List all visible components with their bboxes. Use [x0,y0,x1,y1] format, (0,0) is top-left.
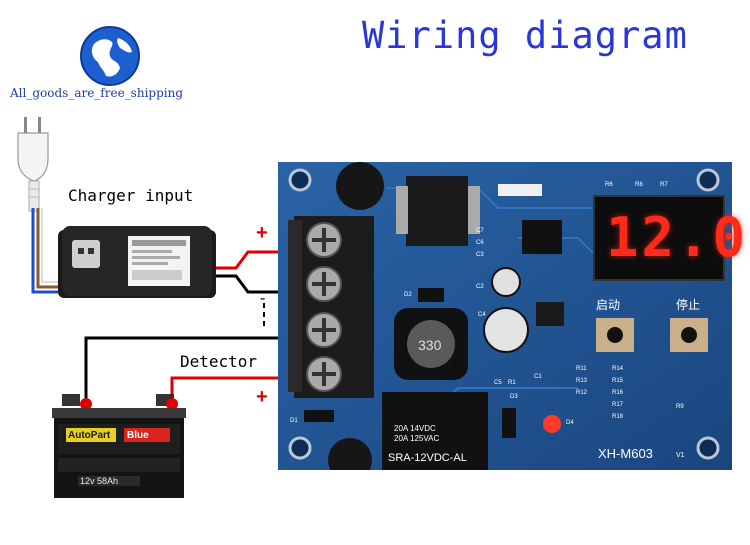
brand-tagline: All_goods_are_free_shipping [10,86,184,100]
silk-r18: R18 [612,414,624,420]
battery-brand-2: Blue [127,430,149,441]
battery-rating: 12v 58Ah [80,476,119,486]
silk-r14: R14 [612,366,624,372]
silk-d3: D3 [510,394,518,400]
minus-sign: - [260,290,266,307]
silk-r1: R1 [508,380,516,386]
relay-rating-2: 20A 125VAC [394,434,440,443]
charger-adapter [58,226,216,298]
charger-input-label: Charger input [68,186,194,205]
stop-button-label: 停止 [676,298,701,312]
screw-2 [306,266,342,302]
silk-r9: R9 [676,404,684,410]
plus-sign-top: + [256,222,268,244]
relay-rating-1: 20A 14VDC [394,424,436,433]
voltage-display: 12.0 [606,206,749,269]
power-plug-icon [17,117,49,212]
version-label: V1 [676,452,685,459]
silk-c1: C1 [534,374,542,380]
inductor-label: 330 [418,337,442,353]
silk-c2: C2 [476,284,484,290]
silk-c6: C6 [476,240,484,246]
silk-r13: R13 [576,378,588,384]
silk-r12: R12 [576,390,588,396]
model-label: XH-M603 [598,446,653,461]
silk-r15: R15 [612,378,624,384]
screw-1 [306,222,342,258]
silk-c5: C5 [494,380,502,386]
silk-c3: C3 [476,252,484,258]
detector-label: Detector [180,352,258,371]
globe-icon [80,26,140,86]
car-battery [52,394,186,498]
silk-r16: R16 [612,390,624,396]
silk-r6: R6 [605,182,613,188]
battery-brand: AutoPart [68,430,111,441]
page-title: Wiring diagram [362,14,688,57]
silk-r17: R17 [612,402,624,408]
silk-c4: C4 [478,312,486,318]
screw-terminals [306,222,342,392]
silk-d1: D1 [290,418,298,424]
relay-model: SRA-12VDC-AL [388,452,467,464]
silk-r8: R8 [635,182,643,188]
silk-r11: R11 [576,366,587,372]
plus-sign-bottom: + [256,386,268,408]
screw-3 [306,312,342,348]
start-button-label: 启动 [596,298,621,312]
silk-c7: C7 [476,228,484,234]
silk-d2: D2 [404,292,412,298]
silk-r7: R7 [660,182,668,188]
screw-4 [306,356,342,392]
silk-d4: D4 [566,420,574,426]
